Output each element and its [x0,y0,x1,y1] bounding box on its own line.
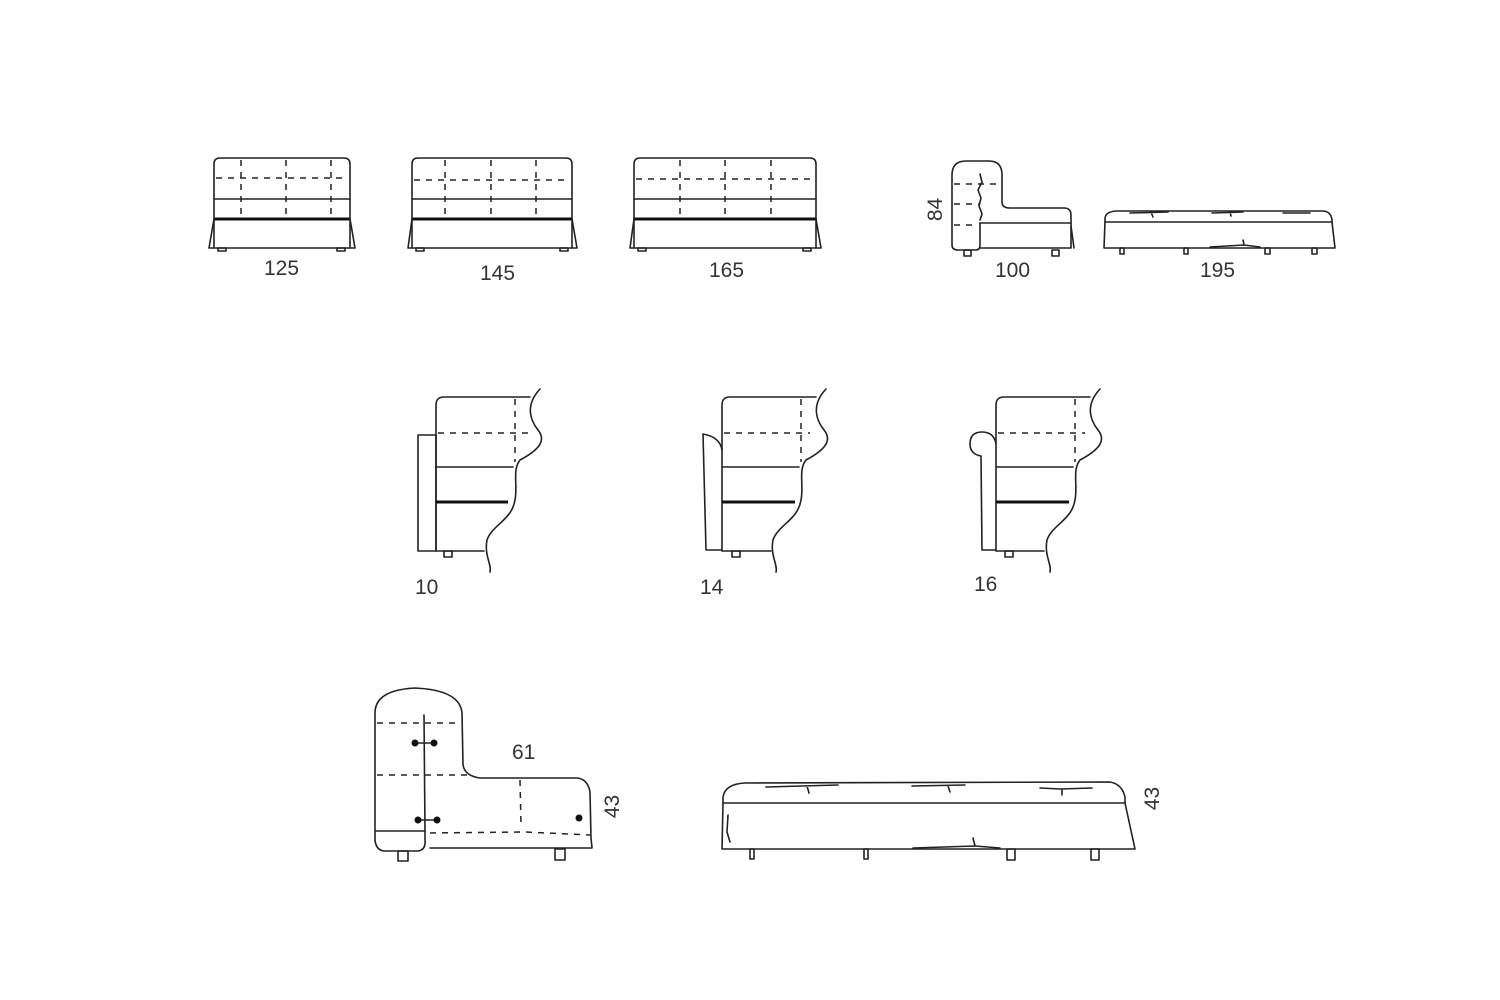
width-label-125: 125 [264,257,300,280]
bench-detail-43 [721,781,1136,861]
height-label-84: 84 [924,197,948,222]
front-view-125 [208,157,356,252]
front-view-165 [629,157,822,252]
bench-height-label-43: 43 [1141,786,1165,811]
armrest-16 [969,388,1103,573]
bench-front-195 [1103,210,1336,255]
side-view-100 [951,160,1075,257]
seat-height-label-43: 43 [601,794,625,819]
armrest-label-10: 10 [415,576,439,599]
armrest-label-16: 16 [974,573,998,596]
side-detail-61 [374,687,593,862]
width-label-145: 145 [480,262,516,285]
seat-depth-label-61: 61 [512,741,536,764]
depth-label-100: 100 [995,259,1031,282]
armrest-14 [702,388,829,573]
armrest-10 [417,388,543,573]
armrest-label-14: 14 [700,576,724,599]
front-view-145 [407,157,578,252]
width-label-165: 165 [709,259,745,282]
width-label-195: 195 [1200,259,1236,282]
